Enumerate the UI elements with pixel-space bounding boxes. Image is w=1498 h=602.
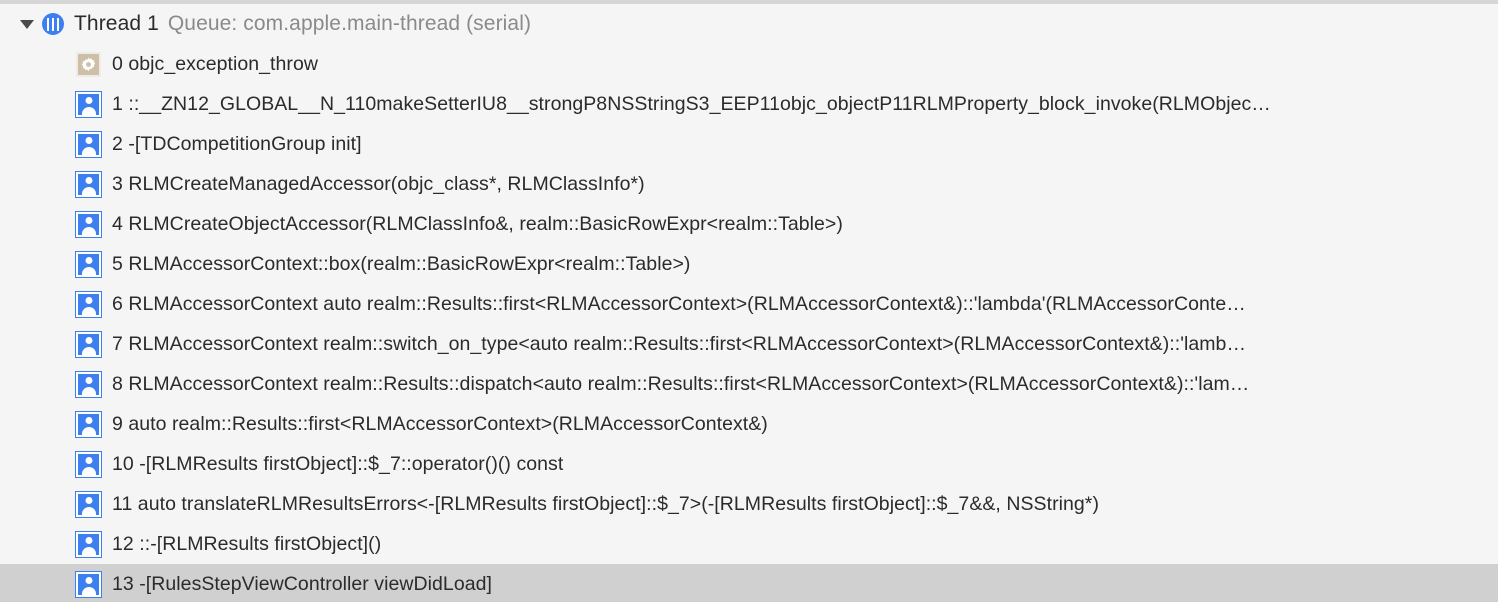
gear-icon — [76, 51, 101, 77]
user-icon — [76, 491, 101, 517]
stack-frame-label: 1 ::__ZN12_GLOBAL__N_110makeSetterIU8__s… — [112, 92, 1271, 115]
thread-header-row[interactable]: Thread 1 Queue: com.apple.main-thread (s… — [0, 4, 1498, 44]
stack-frame-label: 8 RLMAccessorContext realm::Results::dis… — [112, 372, 1250, 395]
stack-frame-row[interactable]: 3 RLMCreateManagedAccessor(objc_class*, … — [0, 164, 1498, 204]
stack-frame-label: 4 RLMCreateObjectAccessor(RLMClassInfo&,… — [112, 212, 843, 235]
stack-frame-row[interactable]: 6 RLMAccessorContext auto realm::Results… — [0, 284, 1498, 324]
user-icon — [76, 291, 101, 317]
thread-running-icon — [42, 13, 64, 35]
user-icon — [76, 171, 101, 197]
stack-frame-label: 2 -[TDCompetitionGroup init] — [112, 132, 362, 155]
user-icon — [76, 131, 101, 157]
user-icon — [76, 91, 101, 117]
thread-title: Thread 1 — [74, 12, 159, 35]
user-icon — [76, 331, 101, 357]
user-icon — [76, 371, 101, 397]
triangle-down-icon[interactable] — [18, 15, 36, 33]
stack-frame-row[interactable]: 4 RLMCreateObjectAccessor(RLMClassInfo&,… — [0, 204, 1498, 244]
stack-frame-row[interactable]: 13 -[RulesStepViewController viewDidLoad… — [0, 564, 1498, 602]
stack-frame-label: 11 auto translateRLMResultsErrors<-[RLMR… — [112, 492, 1099, 515]
stack-frame-row[interactable]: 8 RLMAccessorContext realm::Results::dis… — [0, 364, 1498, 404]
user-icon — [76, 411, 101, 437]
scroll-sliver — [0, 0, 1498, 4]
stack-frame-row[interactable]: 0 objc_exception_throw — [0, 44, 1498, 84]
stack-frame-label: 10 -[RLMResults firstObject]::$_7::opera… — [112, 452, 564, 475]
stack-frame-label: 0 objc_exception_throw — [112, 52, 318, 75]
stack-frame-row[interactable]: 12 ::-[RLMResults firstObject]() — [0, 524, 1498, 564]
stack-frame-row[interactable]: 5 RLMAccessorContext::box(realm::BasicRo… — [0, 244, 1498, 284]
thread-queue-label: Queue: com.apple.main-thread (serial) — [167, 12, 532, 35]
stack-frame-row[interactable]: 10 -[RLMResults firstObject]::$_7::opera… — [0, 444, 1498, 484]
user-icon — [76, 211, 101, 237]
stack-frame-label: 12 ::-[RLMResults firstObject]() — [112, 532, 382, 555]
stack-frame-list: Thread 1 Queue: com.apple.main-thread (s… — [0, 4, 1498, 602]
user-icon — [76, 451, 101, 477]
stack-frame-row[interactable]: 9 auto realm::Results::first<RLMAccessor… — [0, 404, 1498, 444]
user-icon — [76, 571, 101, 597]
stack-frame-label: 7 RLMAccessorContext realm::switch_on_ty… — [112, 332, 1246, 355]
stack-frame-row[interactable]: 2 -[TDCompetitionGroup init] — [0, 124, 1498, 164]
stack-frame-label: 5 RLMAccessorContext::box(realm::BasicRo… — [112, 252, 691, 275]
stack-frame-label: 6 RLMAccessorContext auto realm::Results… — [112, 292, 1246, 315]
stack-frame-row[interactable]: 11 auto translateRLMResultsErrors<-[RLMR… — [0, 484, 1498, 524]
user-icon — [76, 251, 101, 277]
stack-frame-label: 13 -[RulesStepViewController viewDidLoad… — [112, 572, 492, 595]
user-icon — [76, 531, 101, 557]
stack-frame-row[interactable]: 7 RLMAccessorContext realm::switch_on_ty… — [0, 324, 1498, 364]
stack-frame-label: 9 auto realm::Results::first<RLMAccessor… — [112, 412, 768, 435]
stack-frame-label: 3 RLMCreateManagedAccessor(objc_class*, … — [112, 172, 645, 195]
stack-frame-row[interactable]: 1 ::__ZN12_GLOBAL__N_110makeSetterIU8__s… — [0, 84, 1498, 124]
